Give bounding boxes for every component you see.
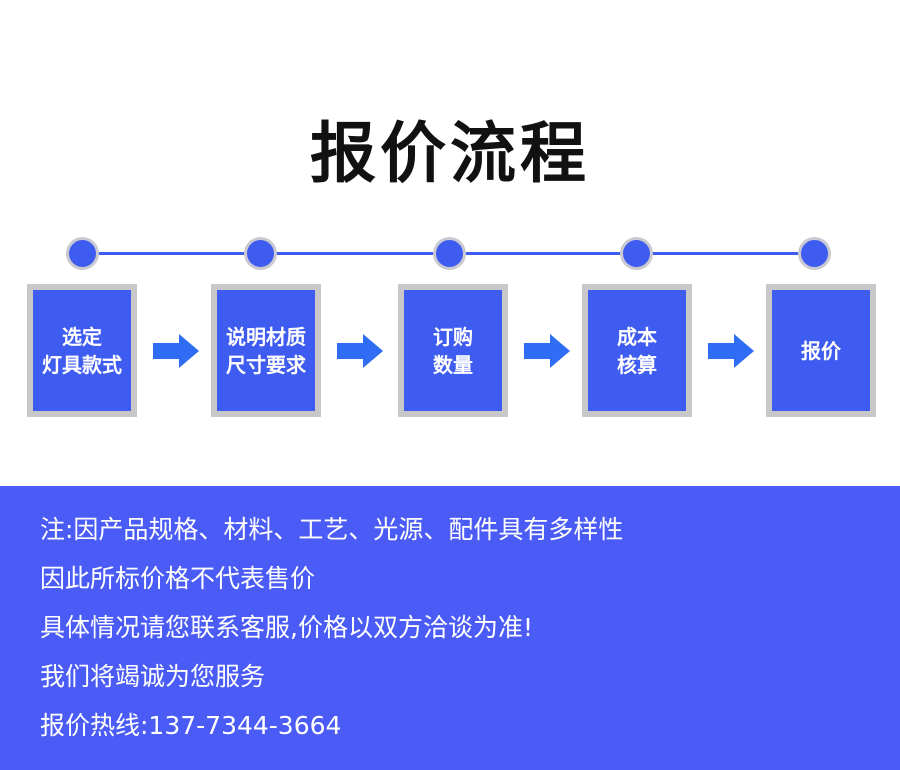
step-cost-accounting: 成本 核算 [582, 284, 692, 417]
arrow-right-icon [153, 334, 199, 368]
note-line: 因此所标价格不代表售价 [40, 564, 316, 593]
step-label: 订购 [433, 324, 473, 349]
arrow-right-icon [708, 334, 754, 368]
step-label: 灯具款式 [42, 352, 122, 377]
step-label: 尺寸要求 [226, 352, 306, 377]
arrow-right-icon [524, 334, 570, 368]
step-label: 数量 [433, 352, 473, 377]
note-panel: 注:因产品规格、材料、工艺、光源、配件具有多样性 因此所标价格不代表售价 具体情… [0, 486, 900, 770]
step-label: 报价 [801, 338, 841, 363]
quote-hotline: 报价热线:137-7344-3664 [40, 711, 342, 740]
step-label: 核算 [617, 352, 657, 377]
step-label: 选定 [62, 324, 102, 349]
timeline-dot [623, 240, 650, 267]
step-select-style: 选定 灯具款式 [27, 284, 137, 417]
arrow-right-icon [337, 334, 383, 368]
timeline-dot [247, 240, 274, 267]
page-title: 报价流程 [310, 115, 590, 192]
timeline-dot [69, 240, 96, 267]
step-label: 说明材质 [226, 324, 306, 349]
note-line: 注:因产品规格、材料、工艺、光源、配件具有多样性 [40, 515, 624, 544]
step-quote: 报价 [766, 284, 876, 417]
step-material-size: 说明材质 尺寸要求 [211, 284, 321, 417]
note-line: 具体情况请您联系客服,价格以双方洽谈为准! [40, 613, 533, 642]
timeline-dot [436, 240, 463, 267]
step-label: 成本 [617, 324, 657, 349]
timeline-dot [801, 240, 828, 267]
note-line: 我们将竭诚为您服务 [40, 662, 266, 691]
step-order-quantity: 订购 数量 [398, 284, 508, 417]
